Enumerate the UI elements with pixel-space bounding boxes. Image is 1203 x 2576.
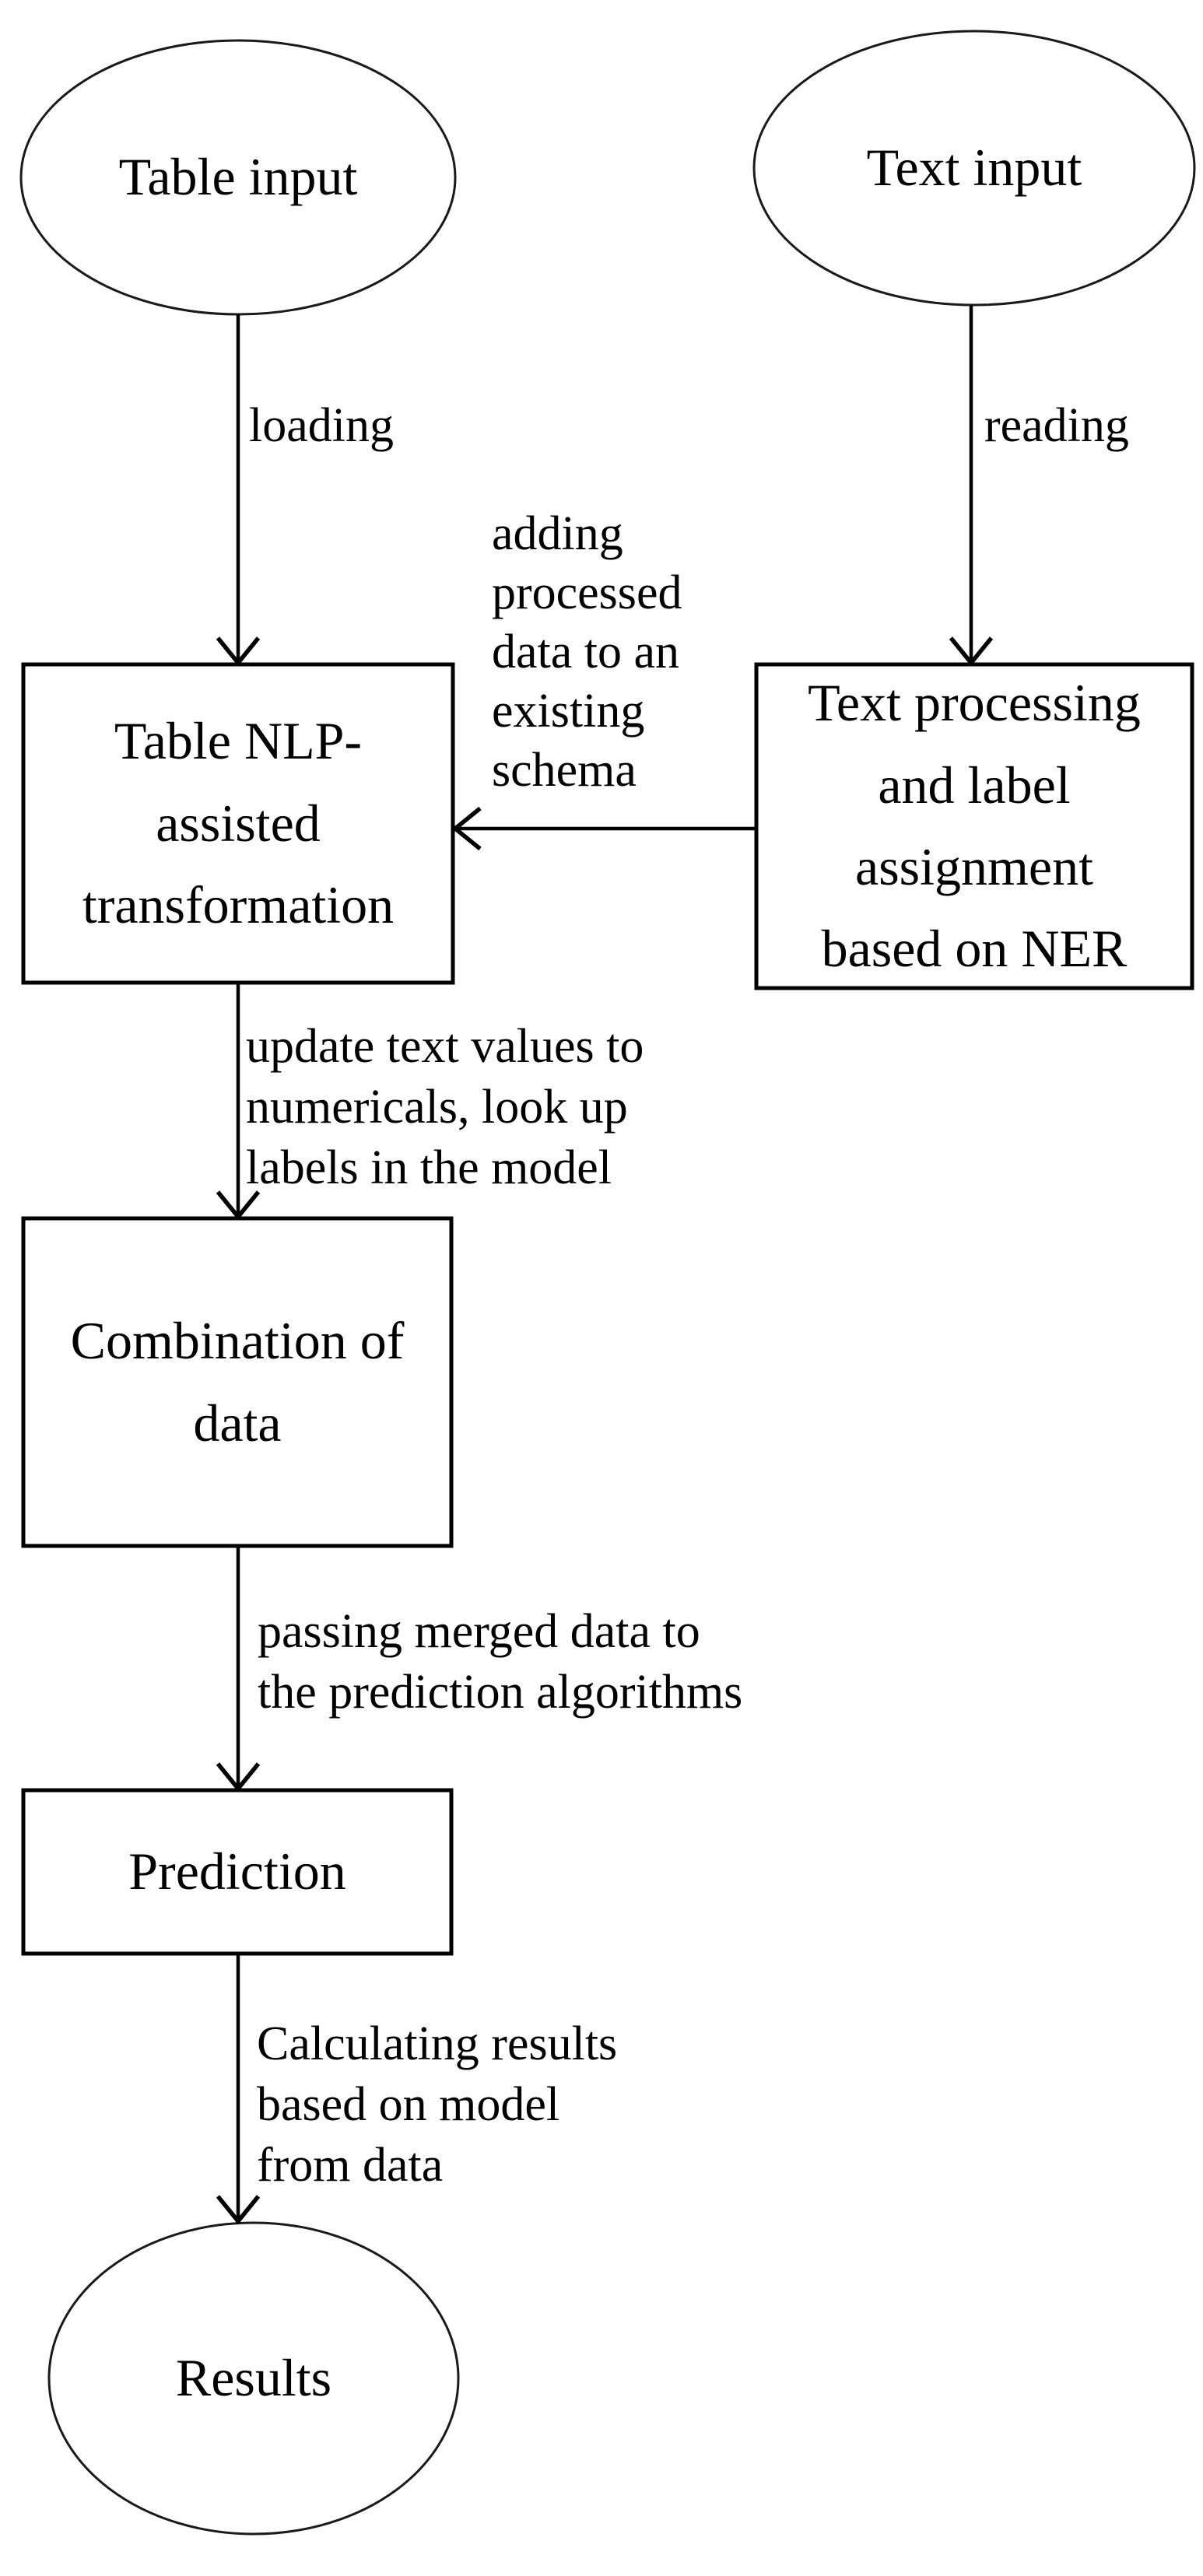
label-line: loading	[249, 399, 394, 452]
label-line: assisted	[156, 793, 321, 853]
edge-loading-label: loading	[249, 395, 394, 456]
label-line: schema	[492, 744, 637, 797]
table-input-label: Table input	[21, 40, 455, 314]
label-line: update text values to	[246, 1020, 644, 1073]
text-input-label: Text input	[754, 31, 1194, 305]
edge-reading-label: reading	[984, 395, 1129, 456]
label-line: labels in the model	[246, 1141, 612, 1194]
edge-calculating-arrowhead-icon	[216, 2195, 261, 2225]
edge-calculating-results-label: Calculating results based on model from …	[257, 2013, 617, 2196]
prediction-label: Prediction	[23, 1790, 451, 1954]
label-line: the prediction algorithms	[258, 1666, 743, 1719]
edge-update-values-arrowhead-icon	[216, 1190, 261, 1221]
edge-update-values-label: update text values to numericals, look u…	[246, 1016, 644, 1198]
label-line: Table NLP-	[114, 711, 363, 771]
label-line: Results	[175, 2348, 332, 2408]
results-ellipse	[47, 2221, 460, 2536]
edge-adding-schema-arrowhead-icon	[451, 806, 482, 851]
text-processing-ner-box	[754, 662, 1194, 990]
label-line: based on NER	[821, 919, 1128, 979]
label-line: Prediction	[128, 1842, 346, 1901]
label-line: Text input	[866, 138, 1082, 198]
edge-reading-arrowhead-icon	[949, 636, 994, 667]
label-line: passing merged data to	[258, 1605, 700, 1658]
label-line: from data	[257, 2139, 444, 2192]
label-line: numericals, look up	[246, 1081, 628, 1134]
label-line: data	[193, 1393, 282, 1453]
label-line: based on model	[257, 2078, 560, 2131]
label-line: assignment	[855, 837, 1093, 896]
text-processing-ner-label: Text processing and label assignment bas…	[756, 664, 1192, 988]
label-line: Table input	[118, 147, 358, 207]
edge-passing-merged-label: passing merged data to the prediction al…	[258, 1601, 742, 1723]
label-line: processed	[492, 566, 682, 619]
label-line: existing	[492, 685, 645, 738]
results-label: Results	[49, 2223, 458, 2534]
combination-of-data-label: Combination of data	[23, 1218, 451, 1546]
label-line: Calculating results	[257, 2017, 618, 2070]
label-line: reading	[984, 399, 1129, 452]
edge-passing-merged-arrowhead-icon	[216, 1762, 261, 1793]
text-input-ellipse	[752, 30, 1196, 307]
label-line: Text processing	[808, 673, 1141, 733]
label-line: Combination of	[70, 1311, 405, 1371]
edge-adding-schema-label: adding processed data to an existing sch…	[492, 504, 682, 800]
label-line: transformation	[82, 875, 395, 935]
edge-loading-arrowhead-icon	[216, 636, 261, 667]
label-line: adding	[492, 507, 623, 560]
table-nlp-transformation-label: Table NLP- assisted transformation	[23, 664, 453, 983]
label-line: data to an	[492, 626, 680, 678]
label-line: and label	[878, 755, 1071, 815]
